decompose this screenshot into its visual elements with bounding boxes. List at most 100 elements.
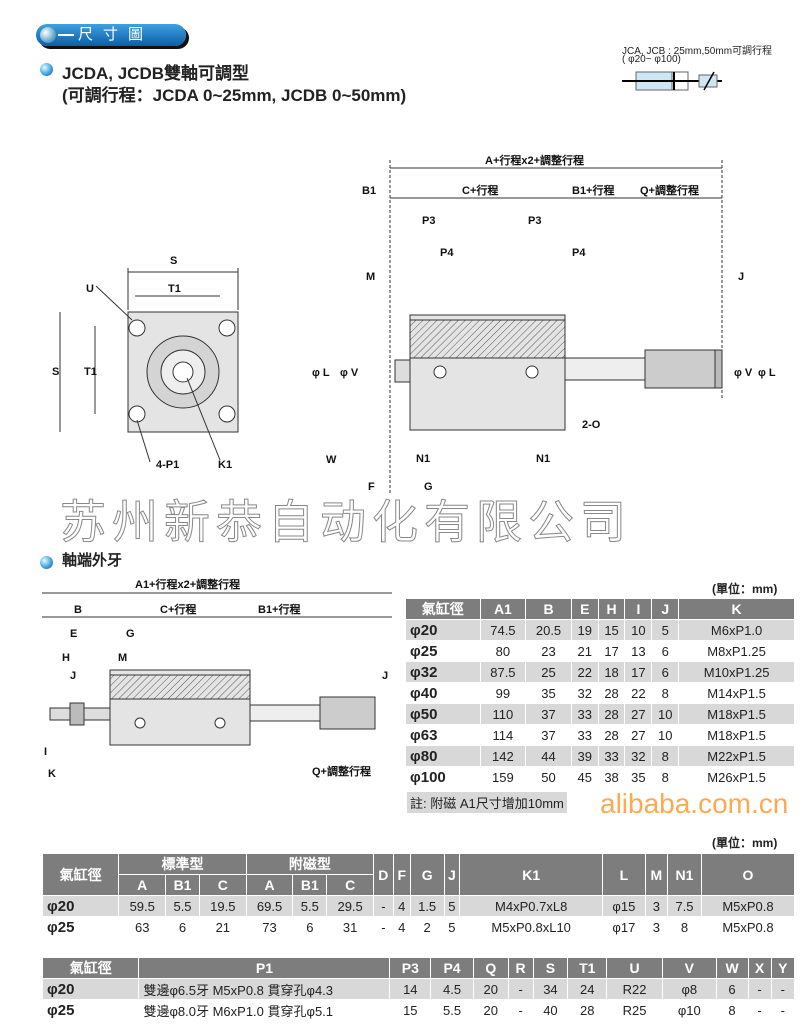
table-cell: - (507, 999, 534, 1021)
dim-a1-stroke: A1+行程x2+調整行程 (135, 577, 240, 591)
column-header: K (678, 598, 795, 620)
table-cell: 21 (198, 916, 247, 938)
dim-s: S (170, 255, 177, 267)
table-cell: 18 (597, 661, 626, 683)
dim-j: J (738, 271, 744, 283)
table-cell: 5.5 (292, 895, 328, 917)
dim-phi-v-left: φ V (340, 367, 359, 379)
dim-g: G (126, 628, 135, 640)
column-header: K1 (459, 853, 604, 896)
table-cell: 32 (624, 745, 653, 767)
column-header: I (624, 598, 653, 620)
dim-e: E (70, 628, 77, 640)
bore-cell: φ25 (41, 916, 120, 938)
table-cell: 39 (570, 745, 599, 767)
bore-cell: φ100 (405, 766, 481, 788)
table-cell: M26xP1.5 (678, 766, 795, 788)
table-cell: 17 (624, 661, 653, 683)
dim-m: M (366, 271, 375, 283)
table-cell: 20.5 (525, 619, 572, 641)
column-header: J (443, 853, 461, 896)
table-cell: 28 (567, 999, 608, 1021)
table-cell: 37 (525, 724, 572, 746)
bullet-icon (40, 63, 53, 76)
table-cell: 69.5 (245, 895, 294, 917)
table-cell: 28 (597, 682, 626, 704)
table-cell: 33 (570, 703, 599, 725)
table-cell: M8xP1.25 (678, 640, 795, 662)
column-header: P4 (430, 957, 474, 979)
table-cell: 3 (644, 895, 669, 917)
table-cell: 13 (624, 640, 653, 662)
table-cell: M5xP0.8 (700, 916, 796, 938)
table-cell: M6xP1.0 (678, 619, 795, 641)
dim-b: B (74, 604, 82, 616)
dim-f: F (368, 481, 375, 493)
side-view-drawing: A+行程x2+調整行程 B1 C+行程 B1+行程 Q+調整行程 P3 P3 P… (312, 153, 776, 495)
dim-p4-left: P4 (440, 247, 454, 259)
label-2-o: 2-O (582, 419, 601, 431)
table-cell: 38 (597, 766, 626, 788)
column-header: J (651, 598, 680, 620)
table-cell: 59.5 (118, 895, 167, 917)
dim-j-left: J (70, 670, 76, 682)
table-cell: 4.5 (430, 978, 474, 1000)
section1-subtitle: (可調行程：JCDA 0~25mm, JCDB 0~50mm) (62, 86, 407, 105)
dim-q: Q+調整行程 (640, 183, 699, 197)
table-cell: 37 (525, 703, 572, 725)
table-cell: - (372, 895, 394, 917)
bore-cell: φ20 (405, 619, 481, 641)
dim-n1-left: N1 (416, 453, 430, 465)
column-header: Q (472, 957, 509, 979)
column-header: N1 (667, 853, 702, 896)
table-cell: 31 (326, 916, 374, 938)
column-header: U (606, 957, 663, 979)
table-cell: 35 (624, 766, 653, 788)
column-header: A (118, 874, 167, 896)
dim-phi-v-right: φ V (734, 367, 753, 379)
table-cell: 73 (245, 916, 294, 938)
bore-cell: φ32 (405, 661, 481, 683)
bore-cell: φ40 (405, 682, 481, 704)
table-cell: 34 (532, 978, 569, 1000)
table-cell: M18xP1.5 (678, 703, 795, 725)
table-cell: 8 (651, 766, 680, 788)
table-cell: 雙邊φ6.5牙 M5xP0.8 貫穿孔φ4.3 (138, 978, 391, 1000)
column-header: G (409, 853, 445, 896)
table-cell: 74.5 (479, 619, 527, 641)
banner-label: 尺寸圖 (78, 26, 154, 43)
alibaba-watermark: alibaba.com.cn (600, 788, 789, 819)
table-cell: - (372, 916, 394, 938)
column-header: B (525, 598, 572, 620)
label-k1: K1 (218, 459, 232, 471)
table-cell: 27 (624, 703, 653, 725)
male-thread-drawing: A1+行程x2+調整行程 B C+行程 B1+行程 E G H M J J I … (42, 577, 392, 780)
column-header: E (570, 598, 599, 620)
bore-cell: φ25 (41, 999, 140, 1021)
table-cell: 3 (644, 916, 669, 938)
column-header: F (392, 853, 411, 896)
column-header: H (597, 598, 626, 620)
legend-note-1: JCA, JCB : 25mm,50mm可調行程 (622, 46, 773, 57)
table-cell: 1.5 (409, 895, 445, 917)
table-cell: 24 (567, 978, 608, 1000)
dim-c-stroke: C+行程 (160, 602, 196, 616)
table-cell: 110 (479, 703, 527, 725)
table-cell: 5 (651, 619, 680, 641)
unit-label: (單位：mm) (712, 836, 778, 850)
bore-cell: φ25 (405, 640, 481, 662)
table-cell: 8 (651, 745, 680, 767)
dim-k: K (48, 768, 56, 780)
